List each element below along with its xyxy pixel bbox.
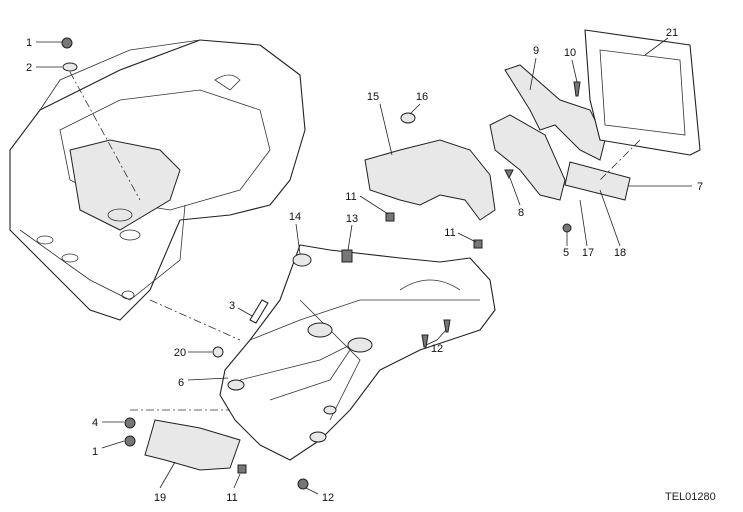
screw-12	[297, 478, 309, 490]
callout-11c: 11	[226, 492, 237, 504]
callout-4: 4	[92, 417, 98, 429]
callout-1b: 1	[92, 446, 98, 458]
nut-11	[385, 212, 395, 222]
callout-3: 3	[229, 300, 235, 312]
callout-5: 5	[563, 247, 569, 259]
plate-light-7	[564, 161, 631, 201]
plug-16	[400, 112, 416, 124]
callout-8: 8	[518, 207, 524, 219]
cover-19	[144, 419, 241, 471]
callout-9: 9	[533, 45, 539, 57]
washer-20	[212, 346, 224, 358]
nut-11	[473, 239, 483, 249]
callout-20: 20	[174, 347, 186, 359]
diagram-code: TEL01280	[665, 491, 716, 503]
rear-fender	[219, 244, 496, 461]
callout-17: 17	[582, 247, 594, 259]
grommet-14	[292, 253, 312, 267]
callout-10: 10	[564, 47, 576, 59]
callout-14: 14	[289, 211, 301, 223]
screw-1	[61, 37, 73, 49]
callout-11b: 11	[444, 227, 455, 239]
nut-11	[237, 464, 247, 474]
cover-18	[489, 114, 566, 201]
callout-7: 7	[697, 181, 703, 193]
callout-12a: 12	[431, 343, 443, 355]
callout-19: 19	[154, 492, 166, 504]
callout-21: 21	[666, 27, 678, 39]
washer-2	[62, 62, 78, 72]
leader-lines	[36, 37, 692, 495]
callout-11a: 11	[345, 191, 356, 203]
screw-12	[421, 334, 429, 348]
callout-6: 6	[178, 377, 184, 389]
callout-18: 18	[614, 247, 626, 259]
callout-12b: 12	[322, 492, 334, 504]
callout-15: 15	[367, 91, 379, 103]
mudguard-15	[364, 139, 496, 221]
callout-16: 16	[416, 91, 428, 103]
screw-10	[573, 81, 581, 97]
clip-13	[341, 249, 353, 263]
cable-tie-3	[249, 299, 269, 324]
license-plate-21	[584, 29, 701, 156]
callout-13: 13	[346, 213, 358, 225]
callouts: 1 2 3 4 1 5 6 7 8 9 10 11 11 11 12 12 13…	[26, 27, 703, 504]
screw-12	[443, 319, 451, 333]
callout-1: 1	[26, 37, 32, 49]
callout-2: 2	[26, 62, 32, 74]
rear-subframe	[9, 39, 306, 321]
fastener-8	[504, 169, 514, 180]
